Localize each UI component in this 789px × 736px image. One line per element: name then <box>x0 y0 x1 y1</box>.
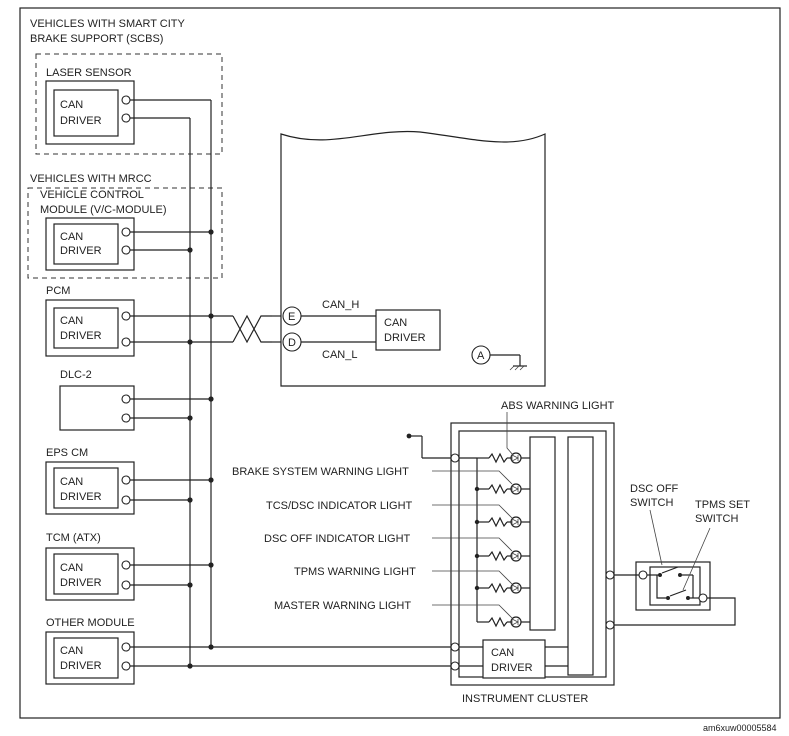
laser-sensor-can-driver-line1: CAN <box>60 99 83 111</box>
tcm-label: TCM (ATX) <box>46 532 101 544</box>
tpms-warning-light-label: TPMS WARNING LIGHT <box>294 566 416 578</box>
terminal-d-label: D <box>288 337 296 349</box>
tcm-module: TCM (ATX) CAN DRIVER <box>45 532 135 601</box>
vcm-label-line1: VEHICLE CONTROL <box>40 189 144 201</box>
eps-cm-label: EPS CM <box>46 447 88 459</box>
other-module-can-driver-line2: DRIVER <box>60 660 102 672</box>
instrument-cluster-label: INSTRUMENT CLUSTER <box>462 693 588 705</box>
tpms-set-switch-label-line2: SWITCH <box>695 513 738 525</box>
dsc-off-indicator-lamp-icon <box>510 550 522 562</box>
tcs-dsc-indicator-lamp-icon <box>510 516 522 528</box>
scbs-group-outline <box>35 53 223 155</box>
brake-warning-lamp-icon <box>510 483 522 495</box>
pcm-module: PCM CAN DRIVER <box>45 285 135 357</box>
pcm-label: PCM <box>46 285 70 297</box>
laser-sensor-module: LASER SENSOR CAN DRIVER <box>45 67 135 145</box>
terminal-e-label: E <box>288 311 295 323</box>
lamp-row-dsc-off <box>474 550 530 562</box>
lamp-row-abs <box>477 452 530 464</box>
tpms-set-switch-icon <box>669 589 687 597</box>
laser-sensor-label: LASER SENSOR <box>46 67 132 79</box>
tcm-can-driver-line2: DRIVER <box>60 577 102 589</box>
dsc-off-switch-label-line1: DSC OFF <box>630 483 679 495</box>
dlc2-connector: DLC-2 <box>59 369 135 431</box>
figure-code: am6xuw00005584 <box>703 723 777 733</box>
master-warning-lamp-icon <box>510 616 522 628</box>
can-bus-wiring <box>130 99 451 669</box>
dsc-off-tpms-switch-assembly: DSC OFF SWITCH TPMS SET SWITCH <box>614 483 750 626</box>
tcs-dsc-indicator-light-label: TCS/DSC INDICATOR LIGHT <box>266 500 413 512</box>
dsc-off-switch-icon <box>661 566 679 574</box>
cluster-can-driver-line2: DRIVER <box>491 662 533 674</box>
vehicle-control-module: VEHICLE CONTROL MODULE (V/C-MODULE) CAN … <box>40 189 167 271</box>
can-l-label: CAN_L <box>322 349 357 361</box>
other-module-label: OTHER MODULE <box>46 617 135 629</box>
vcm-can-driver-line2: DRIVER <box>60 245 102 257</box>
tpms-set-switch-label-line1: TPMS SET <box>695 499 750 511</box>
lamp-row-master <box>477 616 530 628</box>
other-module: OTHER MODULE CAN DRIVER <box>45 617 135 685</box>
eps-cm-module: EPS CM CAN DRIVER <box>45 447 135 515</box>
scbs-group-label-line1: VEHICLES WITH SMART CITY <box>30 18 186 30</box>
terminal-a-label: A <box>477 350 485 362</box>
pcm-can-driver-line2: DRIVER <box>60 330 102 342</box>
tcm-can-driver-line1: CAN <box>60 562 83 574</box>
pcm-can-driver-line1: CAN <box>60 315 83 327</box>
mrcc-group-label: VEHICLES WITH MRCC <box>30 173 152 185</box>
brake-system-warning-light-label: BRAKE SYSTEM WARNING LIGHT <box>232 466 409 478</box>
mrcc-group-outline <box>27 187 223 279</box>
lamp-row-tpms <box>474 582 530 594</box>
light-leader-lines <box>432 412 514 619</box>
vcm-label-line2: MODULE (V/C-MODULE) <box>40 204 167 216</box>
instrument-cluster: INSTRUMENT CLUSTER <box>406 422 615 705</box>
lamp-row-brake <box>474 483 530 495</box>
dlc2-label: DLC-2 <box>60 369 92 381</box>
lamp-row-tcs-dsc <box>474 516 530 528</box>
scbs-group-label-line2: BRAKE SUPPORT (SCBS) <box>30 33 163 45</box>
other-module-can-driver-line1: CAN <box>60 645 83 657</box>
vcm-can-driver-line1: CAN <box>60 231 83 243</box>
abs-warning-light-label: ABS WARNING LIGHT <box>501 400 615 412</box>
eps-cm-can-driver-line2: DRIVER <box>60 491 102 503</box>
dsc-off-switch-label-line2: SWITCH <box>630 497 673 509</box>
laser-sensor-can-driver-line2: DRIVER <box>60 115 102 127</box>
dsc-off-indicator-light-label: DSC OFF INDICATOR LIGHT <box>264 533 411 545</box>
tpms-warning-lamp-icon <box>510 582 522 594</box>
eps-cm-can-driver-line1: CAN <box>60 476 83 488</box>
cluster-can-driver-line1: CAN <box>491 647 514 659</box>
diagram-frame <box>19 7 781 719</box>
abs-dsc-unit: E D CAN_H CAN_L CAN DRIVER A <box>280 130 546 387</box>
can-h-label: CAN_H <box>322 299 359 311</box>
master-warning-light-label: MASTER WARNING LIGHT <box>274 600 411 612</box>
abs-can-driver-line2: DRIVER <box>384 332 426 344</box>
abs-can-driver-line1: CAN <box>384 317 407 329</box>
